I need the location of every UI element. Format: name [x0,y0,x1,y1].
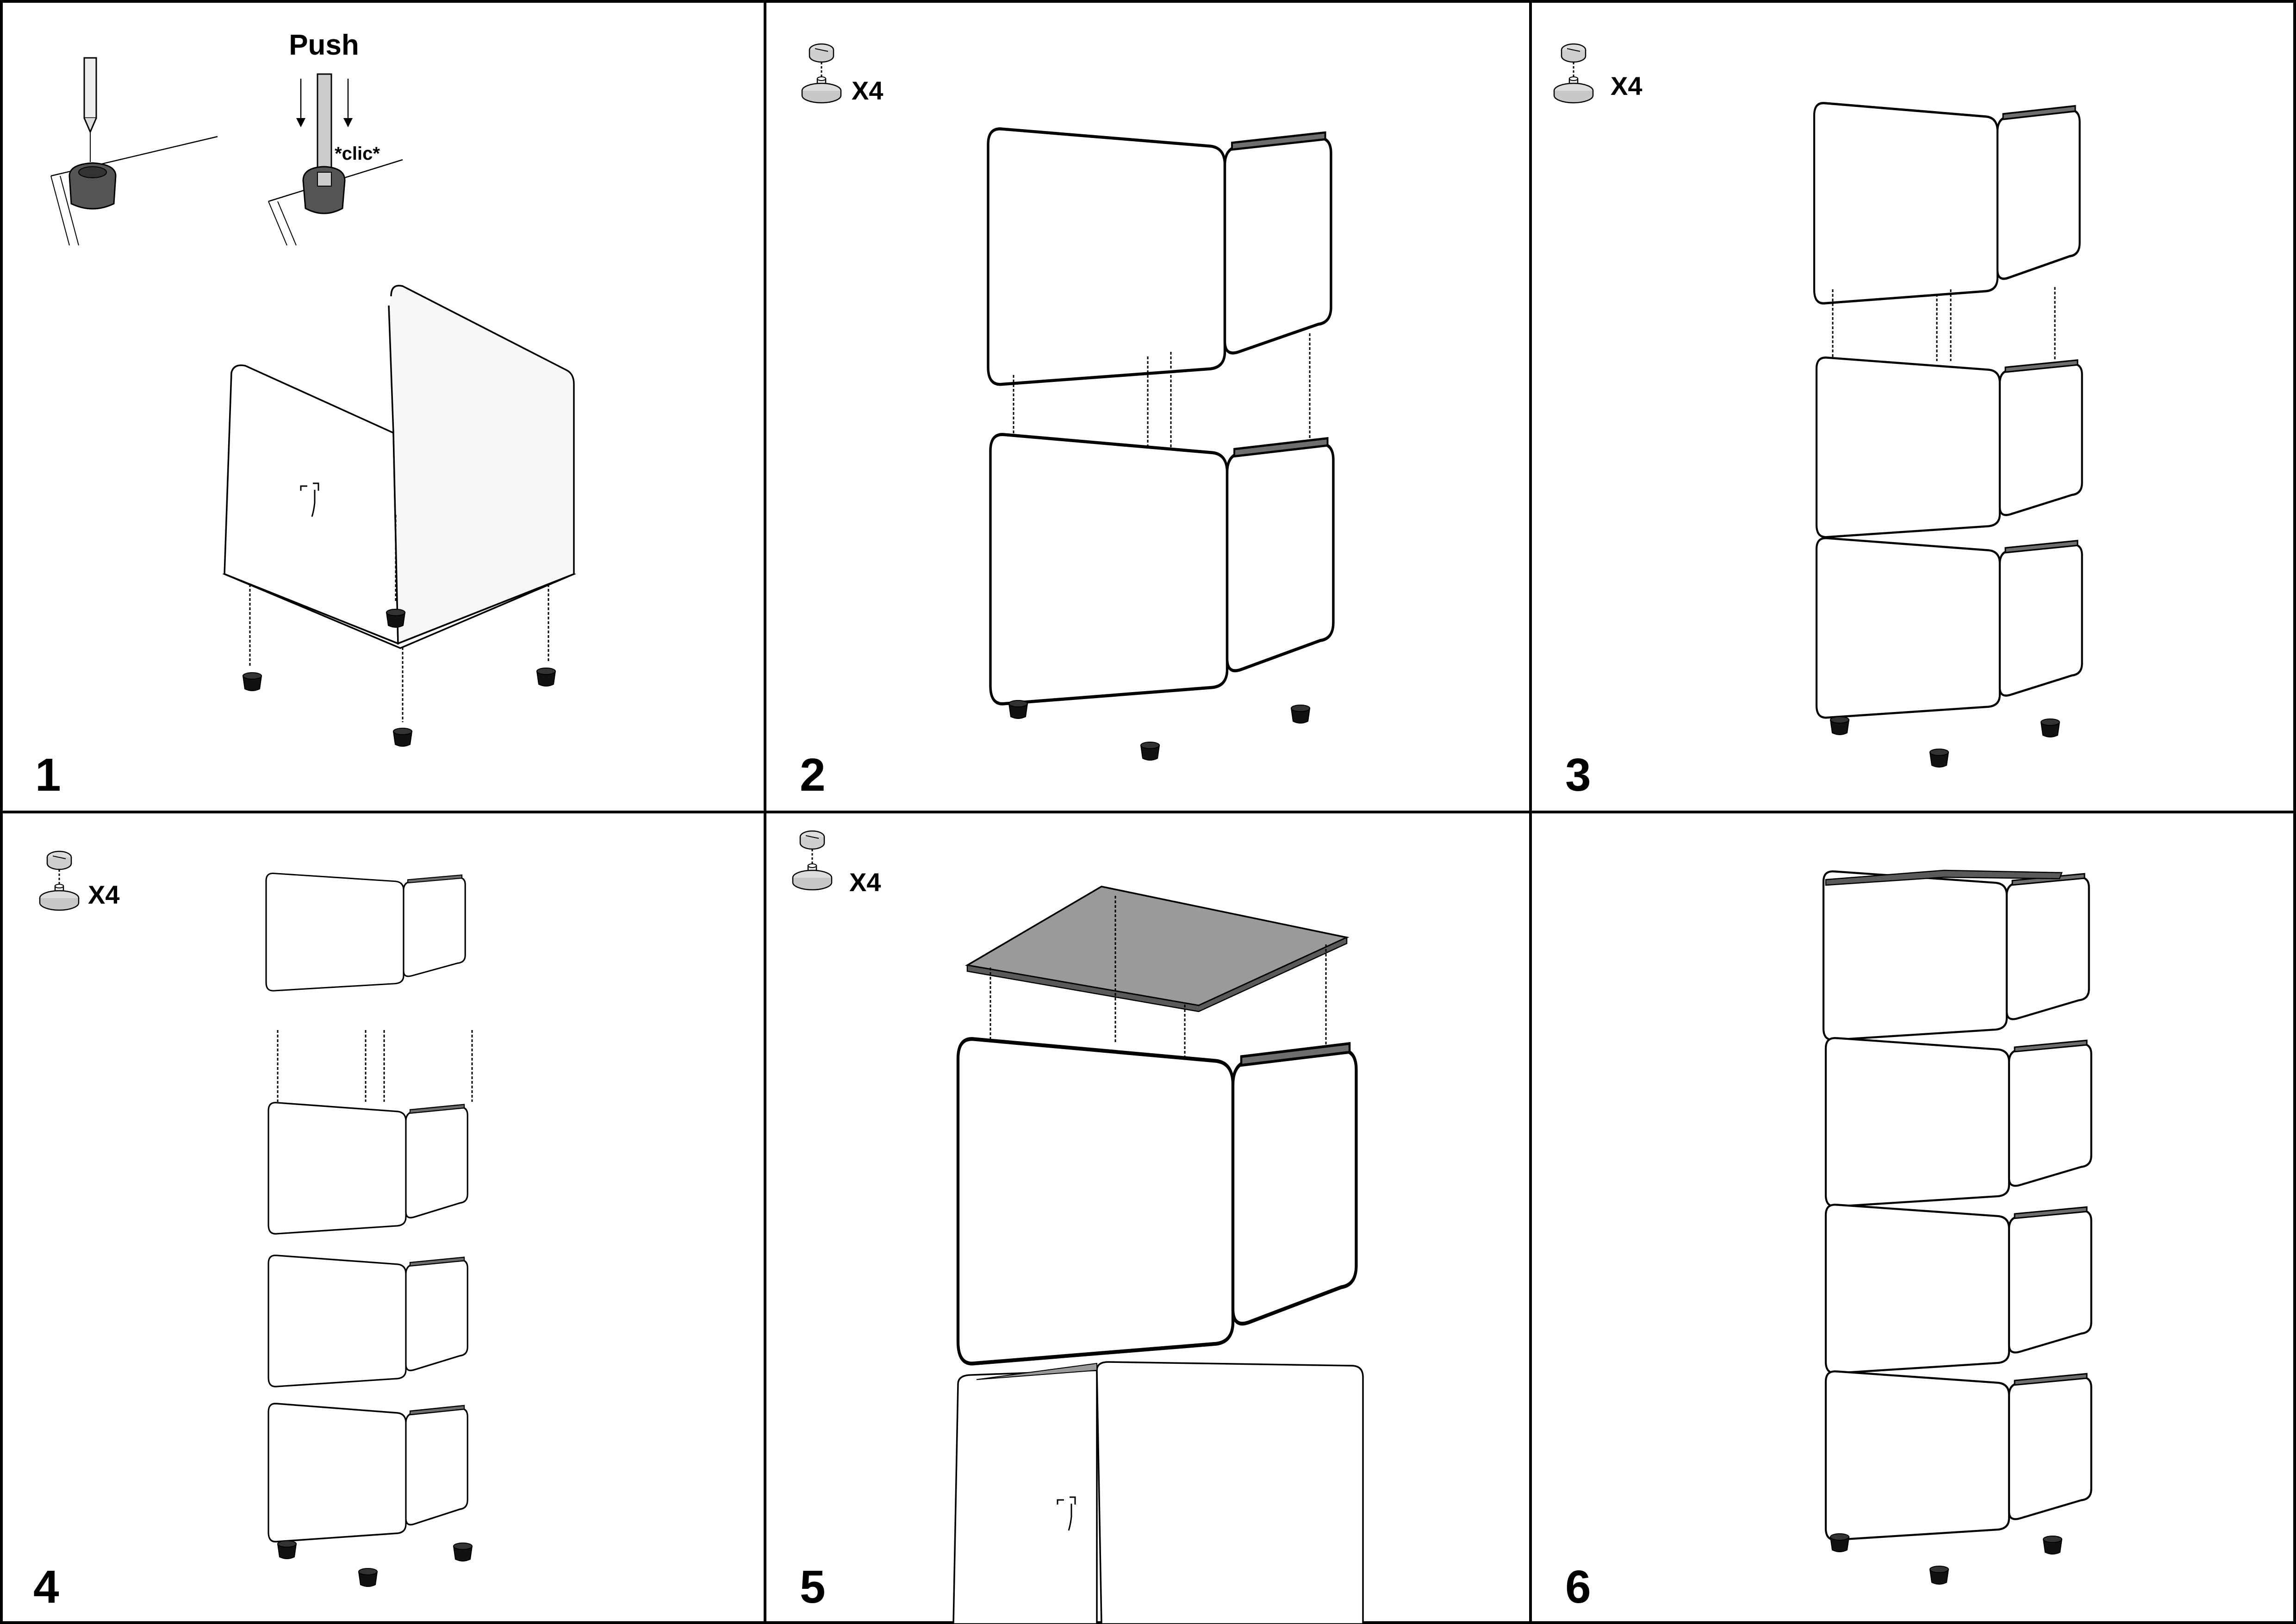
panel-step-5: X4 5 [792,830,1364,1624]
foot-icon [1830,716,1849,735]
step-number: 4 [33,1561,59,1613]
panel-step-6: 6 [1565,869,2091,1613]
foot-insertion-detail [50,57,218,246]
step-number: 2 [800,749,826,801]
foot-front [393,728,412,747]
top-plate [1825,869,2063,886]
connector-lines [277,1030,473,1102]
foot-icon [1140,742,1160,761]
panel-step-2: X4 2 [800,43,1333,801]
panel-step-1: Push *clic* 1 [35,29,576,801]
push-label: Push [289,29,359,61]
panel-step-4: X4 4 [33,850,473,1613]
foot-front-left [243,672,262,691]
foot-icon [453,1543,473,1562]
foot-icon [1929,749,1949,768]
quantity-label: X4 [849,868,881,897]
step-number: 3 [1565,749,1591,801]
click-label: *clic* [335,144,380,164]
step-number: 1 [35,749,61,801]
foot-icon [2041,718,2060,737]
step-number: 5 [800,1561,826,1613]
quantity-label: X4 [852,76,884,105]
foot-icon [1929,1566,1949,1585]
top-plate [964,886,1350,1012]
panel-step-3: X4 3 [1553,43,2082,801]
foot-icon [2043,1536,2062,1555]
connector-lines [1832,287,2056,361]
foot-icon [1291,705,1310,724]
foot-icon [1008,700,1028,719]
base-cube-illustration [222,285,576,747]
foot-back [386,609,405,628]
foot-front-right [536,668,556,687]
quantity-label: X4 [88,880,120,909]
foot-icon [1830,1533,1849,1552]
step-number: 6 [1565,1561,1591,1613]
quantity-label: X4 [1611,71,1643,100]
foot-pushed-detail: Push *clic* [268,29,403,246]
foot-icon [358,1568,378,1587]
lower-cube-partial [952,1361,1364,1624]
foot-icon [277,1540,297,1559]
